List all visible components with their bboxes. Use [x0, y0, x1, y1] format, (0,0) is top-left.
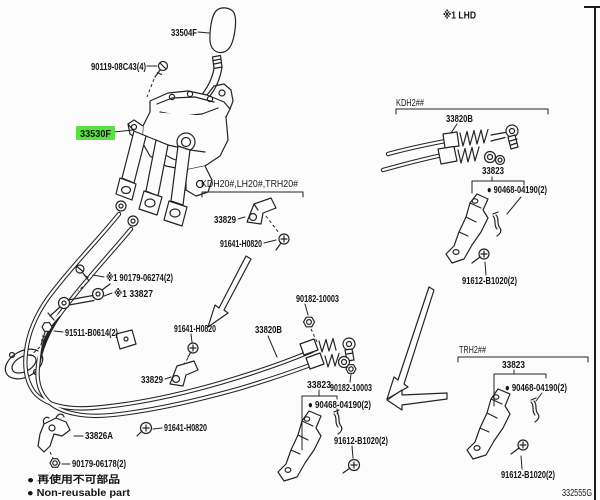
- group-label-kdh2: KDH2##: [396, 98, 424, 109]
- part-label-91641-lower: 91641-H0820: [164, 422, 207, 434]
- part-label-91641-upper: 91641-H0820: [220, 238, 262, 250]
- upper-clamp-bracket: [246, 197, 290, 251]
- part-label-90179-06178: 90179-06178(2): [72, 458, 126, 470]
- part-label-91612-mid: 91612-B1020(2): [334, 435, 388, 447]
- part-label-90468-mid: ● 90468-04190(2): [308, 399, 371, 411]
- part-label-91641-mid: 91641-H0820: [174, 323, 216, 335]
- variant-arrow-horizontal: [386, 389, 448, 411]
- page-code: 332555G: [562, 488, 592, 499]
- group-bracket-kdh2: [395, 108, 549, 115]
- leader-lines: [53, 31, 458, 465]
- part-label-33820b-kdh: 33820B: [446, 113, 473, 125]
- part-label-33823-trh: 33823: [502, 359, 525, 371]
- part-label-33823-mid: 33823: [307, 379, 331, 391]
- group-bracket-trh2: [457, 356, 589, 363]
- shift-link-33827: [47, 264, 111, 321]
- lower-clamp-bracket: [169, 342, 199, 387]
- highlight-rect: [76, 126, 115, 140]
- bolt-91511: [29, 322, 53, 357]
- part-label-33530f-highlighted: 33530F: [80, 128, 111, 140]
- shift-lever-assembly: [115, 83, 234, 227]
- part-label-91612-trh: 91612-B1020(2): [501, 469, 555, 481]
- part-label-33823-kdh: 33823: [482, 165, 504, 177]
- part-label-91612-kdh: 91612-B1020(2): [462, 275, 517, 287]
- part-label-33829-lower: 33829: [141, 374, 163, 386]
- knob-set-screw: [146, 60, 169, 98]
- variant-arrow-left: [207, 255, 252, 328]
- bracket-33823-trh: [466, 369, 547, 470]
- bracket-33823-kdh: [445, 176, 525, 276]
- group-label-kdh20-lh20-trh20: KDH20#,LH20#,TRH20#: [201, 179, 298, 190]
- part-label-33826a: 33826A: [85, 430, 113, 442]
- part-label-33820b-left: 33820B: [255, 324, 282, 336]
- part-label-90119: 90119-08C43(4): [91, 61, 146, 73]
- bolt-91641-lower: [136, 421, 153, 437]
- page-border: [584, 6, 600, 500]
- legend-non-reusable-en: ● Non-reusable part: [27, 488, 131, 499]
- nut-90182-upper: [302, 316, 318, 343]
- part-label-33827: ※1 33827: [114, 288, 153, 300]
- part-label-90179-06274: ※1 90179-06274(2): [106, 272, 173, 284]
- part-label-90182-lower: 90182-10003: [330, 382, 372, 394]
- part-label-90468-trh: ● 90468-04190(2): [505, 382, 567, 394]
- part-label-33829-upper: 33829: [214, 214, 236, 226]
- variant-arrow-long: [386, 286, 435, 400]
- group-bracket-kdh20: [201, 191, 304, 198]
- shift-cables-left: [23, 200, 356, 419]
- part-label-90182-upper: 90182-10003: [296, 293, 339, 305]
- cable-set-kdh: [380, 124, 519, 173]
- note-lhd: ※1 LHD: [443, 10, 476, 22]
- bracket-33823-mid: [277, 373, 361, 482]
- bracket-33826a: [37, 413, 71, 468]
- nut-90182-lower: [345, 364, 357, 374]
- part-label-33504f: 33504F: [171, 27, 197, 39]
- group-label-trh2: TRH2##: [459, 345, 486, 356]
- part-label-90468-kdh: ● 90468-04190(2): [487, 184, 547, 196]
- legend-non-reusable-jp: ● 再使用不可部品: [27, 473, 120, 486]
- part-label-91511: 91511-B0614(2): [65, 327, 118, 339]
